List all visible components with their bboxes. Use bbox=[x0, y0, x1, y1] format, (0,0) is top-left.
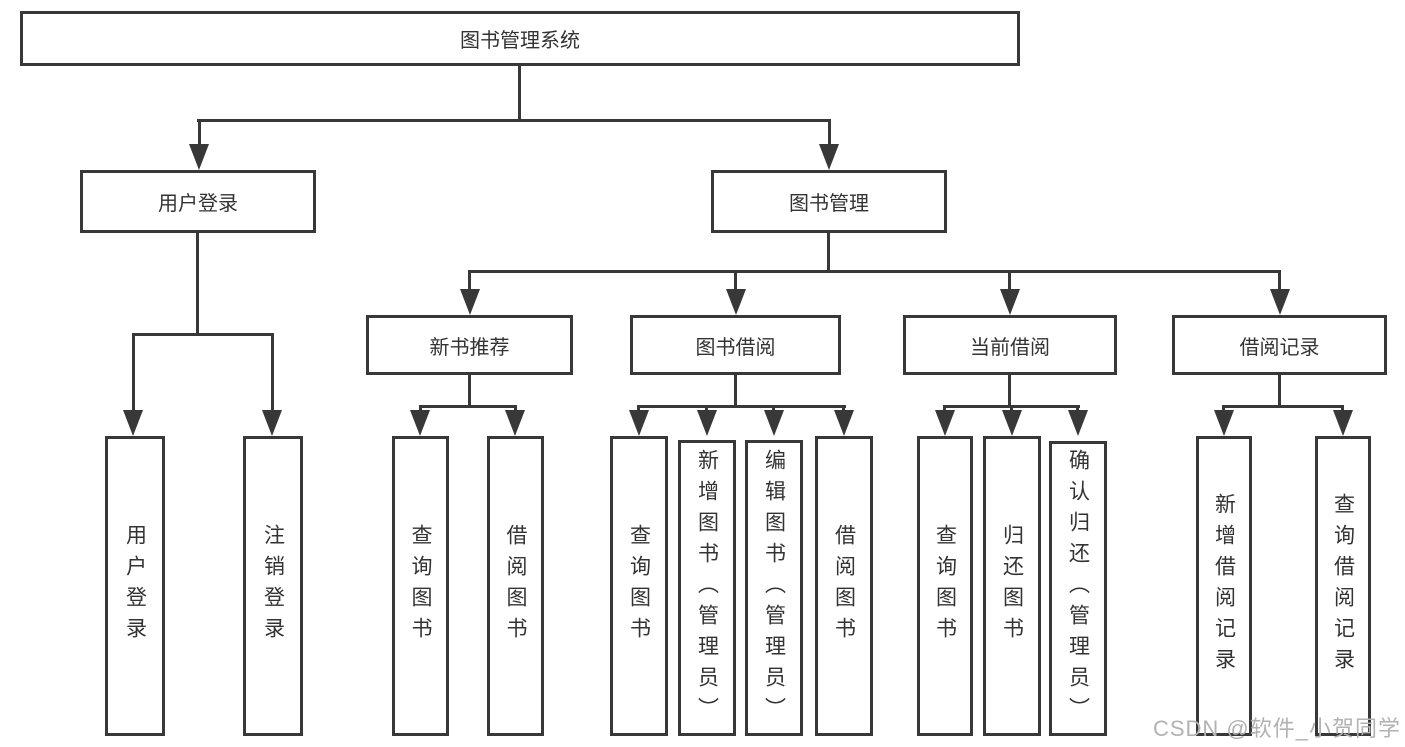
leaf-label: 确认归还（管理员） bbox=[1066, 449, 1090, 728]
connector-drop-leaf-user-login bbox=[132, 333, 135, 412]
node-current-borrowing: 当前借阅 bbox=[903, 315, 1117, 375]
arrow-to-borrow-books-borrow bbox=[834, 410, 854, 436]
node-leaf-user-login: 用户登录 bbox=[105, 436, 165, 736]
arrow-to-leaf-user-login bbox=[123, 410, 143, 436]
csdn-watermark: CSDN @软件_小贺同学 bbox=[1152, 716, 1401, 741]
connector-user-login-branch bbox=[132, 333, 274, 336]
leaf-label: 新增图书（管理员） bbox=[695, 448, 719, 728]
node-leaf-query-borrow-record: 查询借阅记录 bbox=[1315, 436, 1371, 736]
arrow-to-query-books-rec bbox=[410, 410, 430, 436]
node-library-management-system: 图书管理系统 bbox=[20, 11, 1020, 66]
arrow-to-borrow-books-rec bbox=[505, 410, 525, 436]
arrow-to-query-books-borrow bbox=[629, 410, 649, 436]
node-leaf-add-borrow-record: 新增借阅记录 bbox=[1196, 436, 1252, 736]
arrow-to-book-borrowing bbox=[726, 289, 746, 315]
node-leaf-edit-books-admin: 编辑图书（管理员） bbox=[745, 440, 803, 736]
leaf-label: 归还图书 bbox=[1000, 524, 1024, 648]
node-leaf-logout: 注销登录 bbox=[243, 436, 303, 736]
node-user-login: 用户登录 bbox=[80, 170, 316, 233]
node-new-book-recommendation: 新书推荐 bbox=[366, 315, 573, 375]
connector-drop-query-record bbox=[1341, 405, 1344, 413]
connector-drop-book-borrowing bbox=[734, 270, 737, 291]
leaf-label: 借阅图书 bbox=[832, 524, 856, 648]
connector-drop-borrow-books-borrow bbox=[842, 405, 845, 413]
connector-book-management-branch bbox=[468, 270, 1281, 273]
arrow-to-confirm-return bbox=[1068, 410, 1088, 436]
connector-drop-query-books-rec bbox=[419, 405, 422, 413]
connector-drop-user-login bbox=[198, 119, 201, 146]
arrow-to-return-books bbox=[1002, 410, 1022, 436]
connector-records-branch bbox=[1222, 405, 1344, 408]
connector-drop-confirm-return bbox=[1076, 405, 1079, 413]
connector-drop-current-borrowing bbox=[1008, 270, 1011, 291]
arrow-to-book-management bbox=[819, 144, 839, 170]
arrow-to-add-books bbox=[697, 410, 717, 436]
node-leaf-query-books-recommendation: 查询图书 bbox=[392, 436, 449, 736]
connector-drop-borrowing-records bbox=[1278, 270, 1281, 291]
connector-drop-add-record bbox=[1222, 405, 1225, 413]
connector-records-stem bbox=[1278, 375, 1281, 407]
leaf-label: 查询借阅记录 bbox=[1331, 493, 1355, 679]
leaf-label: 查询图书 bbox=[409, 524, 433, 648]
leaf-label: 新增借阅记录 bbox=[1212, 493, 1236, 679]
arrow-to-leaf-logout bbox=[262, 410, 282, 436]
node-leaf-query-books-current: 查询图书 bbox=[917, 436, 973, 736]
leaf-label: 借阅图书 bbox=[504, 524, 528, 648]
connector-drop-return-books bbox=[1010, 405, 1013, 413]
leaf-label: 注销登录 bbox=[261, 524, 285, 648]
connector-drop-query-books-current bbox=[943, 405, 946, 413]
arrow-to-user-login bbox=[189, 144, 209, 170]
connector-drop-new-book-recommendation bbox=[468, 270, 471, 291]
arrow-to-borrowing-records bbox=[1270, 289, 1290, 315]
node-leaf-add-books-admin: 新增图书（管理员） bbox=[678, 440, 736, 736]
connector-root-stem bbox=[518, 66, 521, 119]
arrow-to-edit-books bbox=[764, 410, 784, 436]
arrow-to-query-books-current bbox=[935, 410, 955, 436]
arrow-to-current-borrowing bbox=[1000, 289, 1020, 315]
connector-drop-leaf-logout bbox=[271, 333, 274, 412]
connector-drop-query-books-borrow bbox=[637, 405, 640, 413]
connector-user-login-stem bbox=[196, 233, 199, 335]
node-book-borrowing: 图书借阅 bbox=[630, 315, 841, 375]
node-borrowing-records: 借阅记录 bbox=[1172, 315, 1387, 375]
connector-root-branch bbox=[197, 119, 831, 122]
arrow-to-new-book-recommendation bbox=[460, 289, 480, 315]
node-leaf-return-books: 归还图书 bbox=[983, 436, 1041, 736]
arrow-to-query-record bbox=[1333, 410, 1353, 436]
node-leaf-query-books-borrowing: 查询图书 bbox=[610, 436, 668, 736]
connector-book-management-stem bbox=[827, 233, 830, 272]
node-leaf-borrow-books-borrowing: 借阅图书 bbox=[815, 436, 873, 736]
connector-current-stem bbox=[1008, 375, 1011, 407]
leaf-label: 用户登录 bbox=[123, 524, 147, 648]
leaf-label: 编辑图书（管理员） bbox=[762, 448, 786, 728]
connector-borrowing-stem bbox=[734, 375, 737, 407]
connector-drop-borrow-books-rec bbox=[514, 405, 517, 413]
leaf-label: 查询图书 bbox=[627, 524, 651, 648]
connector-recommendation-branch bbox=[419, 405, 517, 408]
arrow-to-add-record bbox=[1214, 410, 1234, 436]
node-leaf-confirm-return-admin: 确认归还（管理员） bbox=[1049, 441, 1107, 736]
leaf-label: 查询图书 bbox=[933, 524, 957, 648]
connector-drop-book-management bbox=[828, 119, 831, 146]
connector-drop-edit-books bbox=[772, 405, 775, 413]
connector-borrowing-branch bbox=[637, 405, 846, 408]
connector-drop-add-books bbox=[705, 405, 708, 413]
node-book-management: 图书管理 bbox=[711, 170, 947, 233]
node-leaf-borrow-books-recommendation: 借阅图书 bbox=[487, 436, 544, 736]
connector-recommendation-stem bbox=[468, 375, 471, 407]
